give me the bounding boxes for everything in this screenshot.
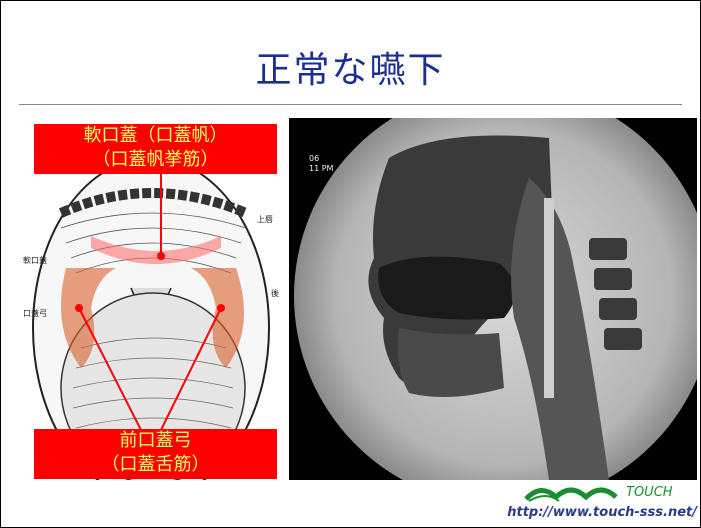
- palatine-arch-small-label: 口蓋弓: [23, 309, 47, 318]
- title-divider: [19, 104, 682, 105]
- soft-palate-label-line2: （口蓋帆挙筋）: [92, 149, 219, 170]
- xray-overlay-line1: 06: [309, 154, 320, 163]
- touch-brand-text: TOUCH: [626, 485, 673, 500]
- slide-title: 正常な嚥下: [255, 50, 446, 91]
- footer-url[interactable]: http://www.touch-sss.net/: [507, 505, 697, 520]
- soft-palate-small-label: 軟口蓋: [23, 256, 47, 265]
- xray-overlay-line2: 11 PM: [309, 164, 334, 173]
- touch-logo-icon: [524, 487, 618, 502]
- soft-palate-label-line1: 軟口蓋（口蓋帆）: [83, 125, 228, 146]
- touch-logo: TOUCH: [521, 481, 691, 507]
- swallow-xray-image: 06 11 PM: [289, 118, 697, 480]
- anterior-arch-label-line1: 前口蓋弓: [119, 430, 192, 451]
- xray-drawing: [289, 118, 697, 480]
- anterior-arch-label-line2: （口蓋舌筋）: [101, 454, 210, 475]
- rear-small-label: 後: [271, 289, 279, 298]
- upper-lip-small-label: 上唇: [257, 215, 273, 224]
- anterior-palatine-arch-label: 前口蓋弓 （口蓋舌筋）: [34, 429, 277, 479]
- soft-palate-label: 軟口蓋（口蓋帆） （口蓋帆挙筋）: [34, 124, 277, 174]
